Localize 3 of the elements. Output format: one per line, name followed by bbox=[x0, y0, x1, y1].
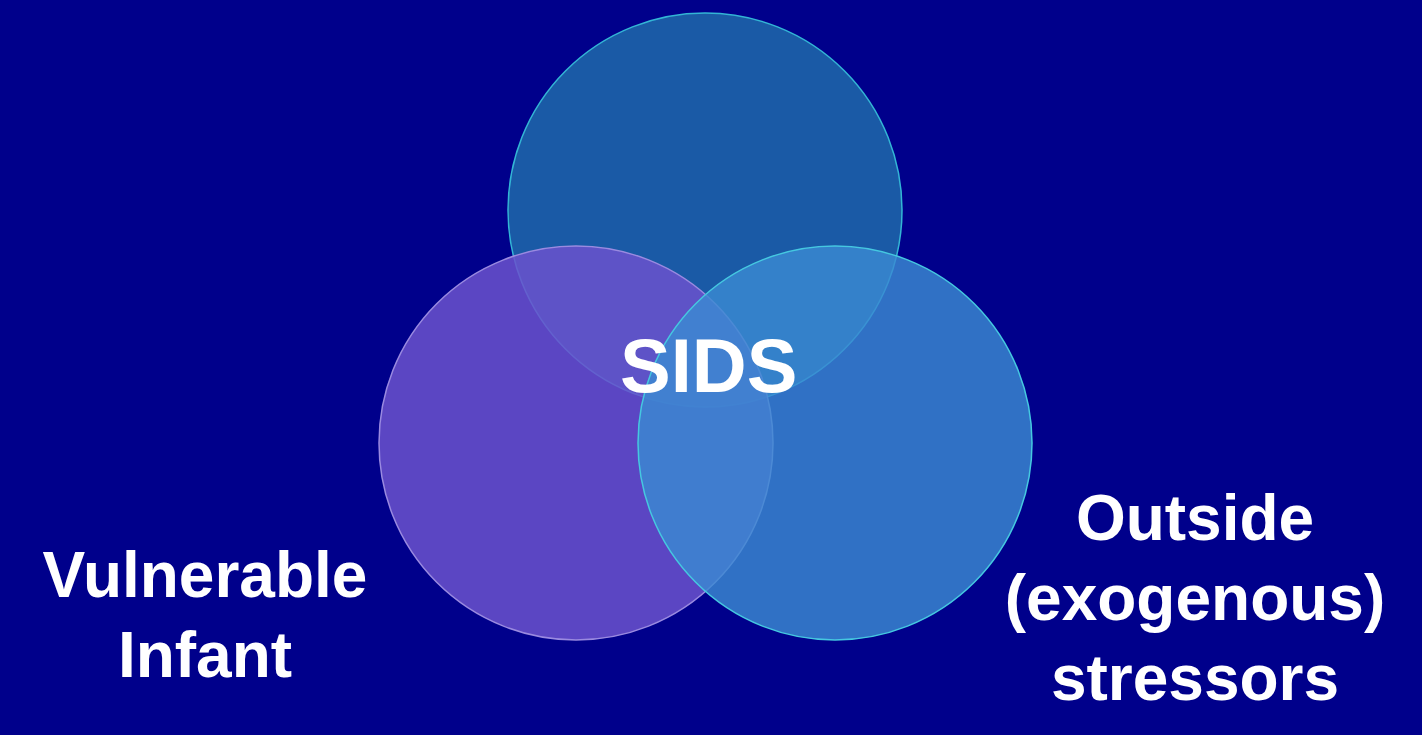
center-label: SIDS bbox=[620, 322, 798, 409]
circle-label: Vulnerable Infant bbox=[41, 538, 369, 693]
circle-label: Outside (exogenous) stressors bbox=[1003, 481, 1387, 716]
